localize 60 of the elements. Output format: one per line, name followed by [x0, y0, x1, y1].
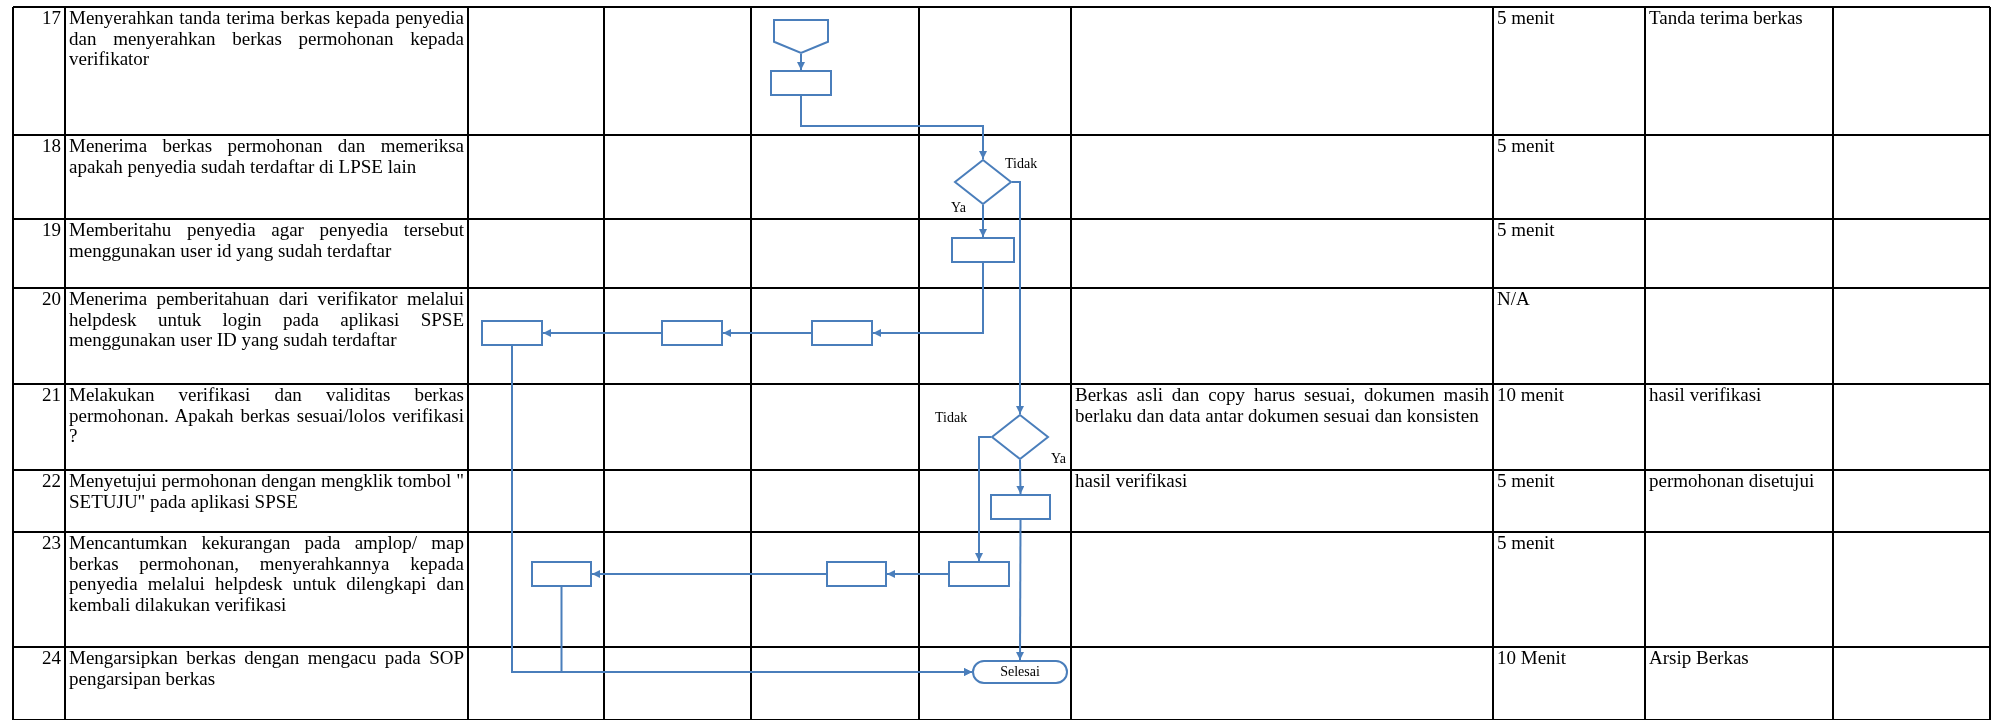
step-description: Mencantumkan kekurangan pada amplop/ map berkas permohonan, menyerahkannya kepada penyedia melalui helpdesk untuk dilengkapi dan kembali dilakukan verifikasi — [68, 532, 465, 617]
step-description: Menyerahkan tanda terima berkas kepada penyedia dan menyerahkan berkas permohonan kepada verifikator — [68, 7, 465, 71]
process-box — [770, 70, 832, 96]
requirement-text: hasil verifikasi — [1074, 470, 1189, 493]
step-description: Mengarsipkan berkas dengan mengacu pada SOP pengarsipan berkas — [68, 647, 465, 691]
requirement-text: Berkas asli dan copy harus sesuai, dokumen masih berlaku dan data antar dokumen sesuai dan konsisten — [1074, 384, 1490, 428]
output-text: permohonan disetujui — [1648, 470, 1816, 493]
arrow — [560, 586, 973, 676]
arrow — [1011, 181, 1024, 415]
process-box — [990, 494, 1051, 520]
decision-diamond — [991, 414, 1049, 460]
arrow — [872, 262, 984, 337]
terminator-shape — [972, 660, 1068, 684]
output-text: Arsip Berkas — [1648, 647, 1750, 670]
arrow — [542, 329, 662, 337]
output-text: hasil verifikasi — [1648, 384, 1763, 407]
step-number: 24 — [41, 647, 62, 670]
step-number: 19 — [41, 219, 62, 242]
arrow — [886, 570, 949, 578]
step-number: 17 — [41, 7, 62, 30]
step-description: Menerima pemberitahuan dari verifikator melalui helpdesk untuk login pada aplikasi SPSE menggunakan user ID yang sudah terdaftar — [68, 288, 465, 352]
arrow — [975, 436, 992, 562]
process-box — [661, 320, 723, 346]
step-number: 18 — [41, 135, 62, 158]
step-description: Melakukan verifikasi dan validitas berkas permohonan. Apakah berkas sesuai/lolos verifikasi ? — [68, 384, 465, 448]
step-description: Menyetujui permohonan dengan mengklik tombol " SETUJU" pada aplikasi SPSE — [68, 470, 465, 514]
duration-text: 5 menit — [1496, 135, 1556, 158]
arrow — [1016, 519, 1025, 661]
arrow — [1016, 459, 1025, 495]
duration-text: 5 menit — [1496, 470, 1556, 493]
step-description: Menerima berkas permohonan dan memeriksa apakah penyedia sudah terdaftar di LPSE lain — [68, 135, 465, 179]
arrow — [800, 95, 987, 160]
arrow — [591, 570, 827, 578]
process-box — [811, 320, 873, 346]
duration-text: 10 Menit — [1496, 647, 1568, 670]
edge-label: Tidak — [1004, 157, 1039, 171]
process-box — [951, 237, 1015, 263]
edge-label: Ya — [1050, 452, 1067, 466]
edge-label: Ya — [950, 201, 967, 215]
duration-text: N/A — [1496, 288, 1531, 311]
process-box — [826, 561, 887, 587]
output-text: Tanda terima berkas — [1648, 7, 1804, 30]
arrow — [722, 329, 812, 337]
terminator-label: Selesai — [1000, 665, 1040, 679]
off-page-connector — [773, 19, 829, 54]
arrow — [979, 204, 987, 238]
duration-text: 5 menit — [1496, 532, 1556, 555]
process-box — [948, 561, 1010, 587]
process-box — [531, 561, 592, 587]
step-description: Memberitahu penyedia agar penyedia tersebut menggunakan user id yang sudah terdaftar — [68, 219, 465, 263]
duration-text: 5 menit — [1496, 219, 1556, 242]
edge-label: Tidak — [934, 411, 969, 425]
process-box — [481, 320, 543, 346]
step-number: 20 — [41, 288, 62, 311]
duration-text: 10 menit — [1496, 384, 1566, 407]
step-number: 23 — [41, 532, 62, 555]
step-number: 21 — [41, 384, 62, 407]
step-number: 22 — [41, 470, 62, 493]
arrow — [797, 53, 805, 71]
duration-text: 5 menit — [1496, 7, 1556, 30]
